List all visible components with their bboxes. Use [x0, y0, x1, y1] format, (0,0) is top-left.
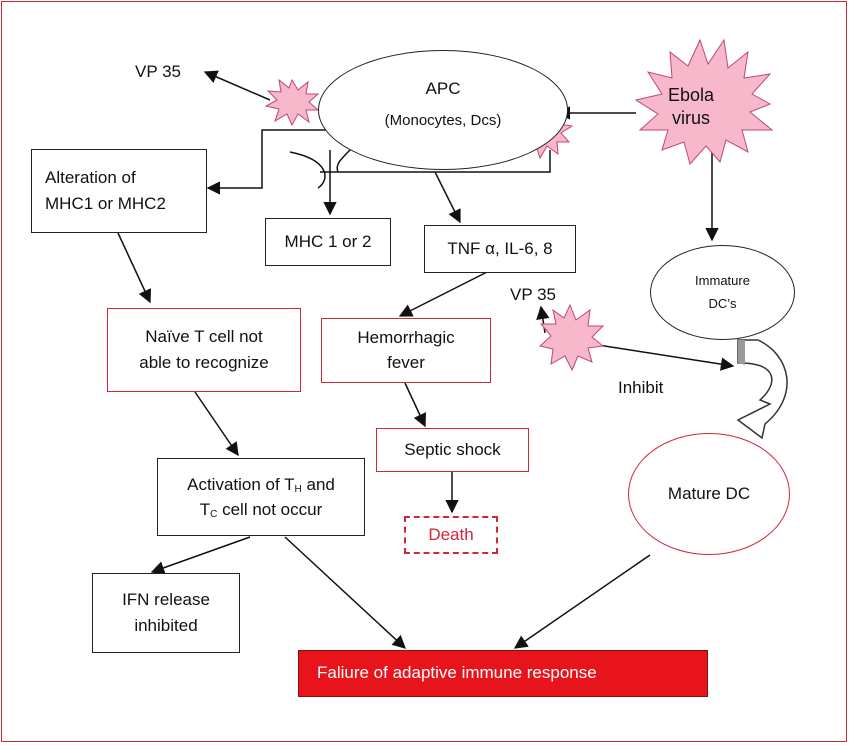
alteration-mhc-box: Alteration of MHC1 or MHC2 [31, 149, 207, 233]
arrow-alteration-to-naive [117, 232, 152, 304]
mature-label: Mature DC [667, 483, 751, 503]
activation-line2: TC cell not occur [200, 497, 323, 523]
tnf-label: TNF α, IL-6, 8 [447, 238, 553, 258]
activation-post: cell not occur [217, 500, 323, 519]
adaptive-failure-box: Faliure of adaptive immune response [298, 650, 708, 697]
connector-apc-bracket [320, 150, 551, 173]
activation-sub-c: C [210, 509, 218, 520]
arrow-apc-to-alteration [206, 129, 330, 195]
ebola-line2: virus [672, 107, 711, 128]
immature-line2: DC’s [708, 295, 737, 311]
ifn-line1: IFN release [122, 589, 210, 609]
apc-node: APC (Monocytes, Dcs) [318, 50, 568, 170]
hemorrhagic-line1: Hemorrhagic [357, 327, 455, 347]
starburst-icon [264, 78, 320, 127]
activation-t: T [199, 500, 211, 519]
alteration-line2: MHC1 or MHC2 [45, 194, 166, 213]
activation-pre: Activation of T [187, 474, 295, 494]
connector-curl [289, 151, 326, 189]
apc-subtitle: (Monocytes, Dcs) [384, 111, 502, 129]
tnf-box: TNF α, IL-6, 8 [424, 225, 576, 273]
arrow-activation-to-ifn [150, 536, 251, 575]
u-turn-arrow-icon [736, 339, 788, 440]
activation-sub-h: H [294, 483, 302, 495]
arrow-mature-to-failure [513, 554, 651, 649]
mature-dc-node: Mature DC [628, 433, 790, 555]
ebola-virus-label: Ebola virus [668, 84, 714, 129]
naive-t-cell-box: Naïve T cell not able to recognize [107, 308, 301, 392]
mhc-label: MHC 1 or 2 [284, 231, 372, 251]
connector-curl-2 [336, 149, 351, 173]
activation-mid: and [301, 474, 335, 494]
vp35-mid-label: VP 35 [510, 285, 557, 304]
failure-label: Faliure of adaptive immune response [317, 663, 597, 683]
naive-line1: Naïve T cell not [145, 326, 263, 346]
immature-dc-node: Immature DC’s [650, 245, 795, 340]
immature-line1: Immature [695, 273, 750, 289]
activation-line1: Activation of TH and [187, 472, 335, 498]
mhc-box: MHC 1 or 2 [265, 218, 391, 266]
arrow-star-to-vp35-mid [536, 305, 550, 334]
ifn-line2: inhibited [134, 616, 198, 635]
arrow-vp35-inhibit [597, 344, 735, 371]
naive-line2: able to recognize [139, 353, 269, 372]
death-box: Death [404, 516, 498, 554]
septic-shock-box: Septic shock [376, 428, 529, 472]
death-label: Death [428, 524, 474, 544]
arrow-tnf-to-hemorrhagic [398, 267, 496, 317]
ifn-release-box: IFN release inhibited [92, 573, 240, 653]
arrow-hemorrhagic-to-septic [404, 382, 426, 428]
arrow-star-to-vp35-top [203, 70, 271, 101]
arrow-naive-to-activation [194, 391, 239, 457]
hemorrhagic-line2: fever [387, 352, 425, 372]
alteration-line1: Alteration of [45, 167, 136, 187]
inhibit-label: Inhibit [618, 378, 664, 397]
arrow-activation-to-failure [284, 536, 406, 649]
ebola-line1: Ebola [668, 85, 715, 105]
apc-title: APC [425, 79, 461, 99]
activation-box: Activation of TH and TC cell not occur [157, 458, 365, 536]
starburst-icon [538, 303, 605, 372]
starburst-icon [634, 38, 774, 166]
vp35-top-label: VP 35 [135, 62, 182, 81]
septic-label: Septic shock [404, 439, 501, 459]
hemorrhagic-fever-box: Hemorrhagic fever [321, 318, 491, 383]
arrow-apc-to-tnf [434, 171, 461, 224]
